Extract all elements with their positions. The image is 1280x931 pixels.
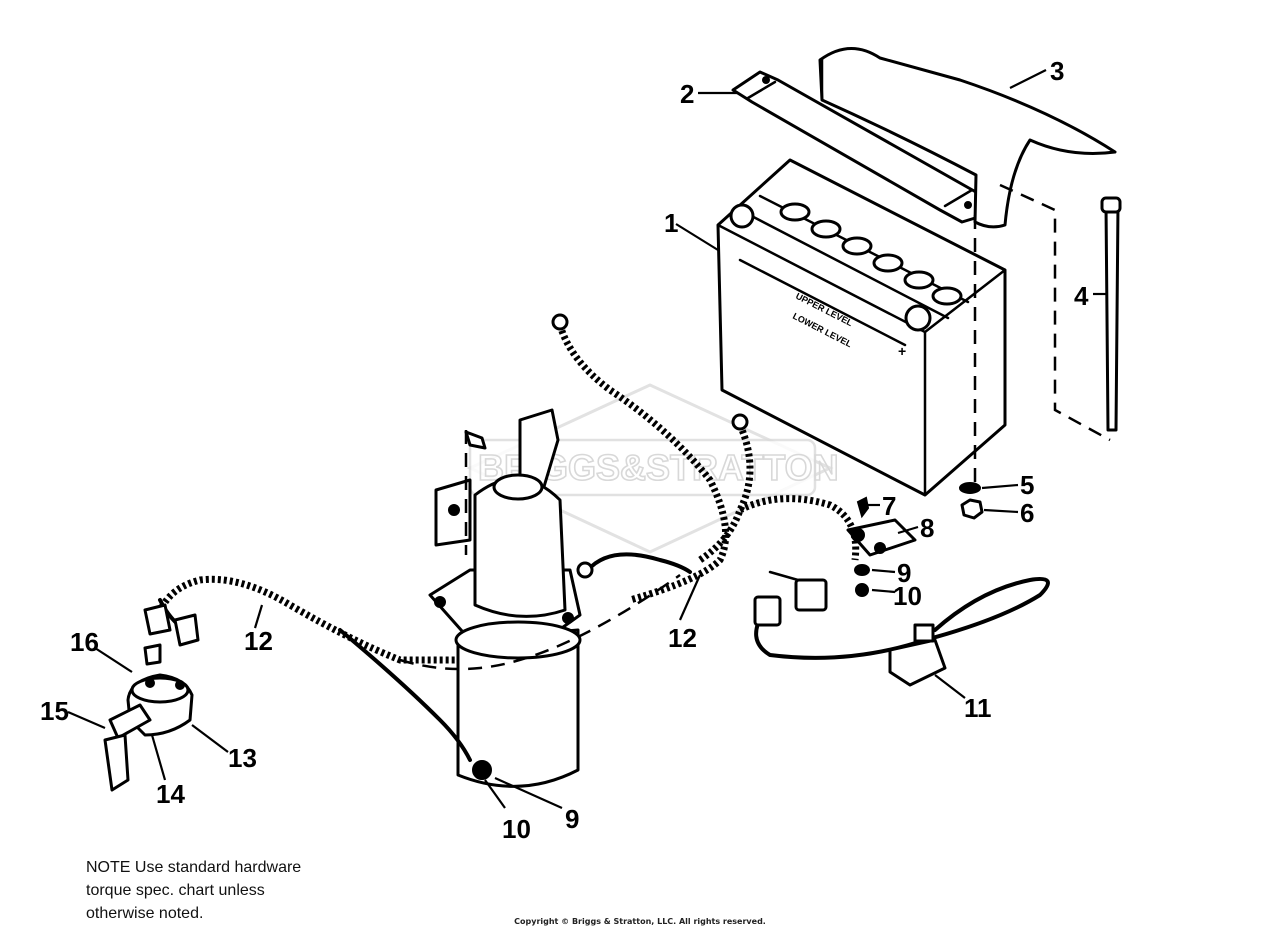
callout-9-lower: 9 — [565, 804, 579, 834]
starter-motor — [454, 620, 582, 788]
positive-cable — [698, 423, 754, 563]
callout-10-lower: 10 — [502, 814, 531, 844]
battery-positive-terminal — [904, 304, 932, 332]
callout-16: 16 — [70, 627, 99, 657]
assembly-line-battery-rear — [999, 183, 1111, 442]
harness-lead — [338, 628, 472, 762]
starter-cylinder — [473, 473, 567, 618]
battery: UPPER LEVEL LOWER LEVEL + — [716, 158, 1007, 497]
leader-lines — [67, 69, 1108, 810]
note-line: NOTE Use standard hardware — [86, 859, 302, 876]
callouts: 1 2 3 4 5 6 7 8 9 10 11 12 12 13 14 15 1… — [40, 56, 1089, 844]
callout-14: 14 — [156, 779, 185, 809]
callout-5: 5 — [1020, 470, 1034, 500]
battery-plus-sign: + — [898, 343, 906, 359]
nut-6 — [960, 498, 984, 520]
note-line: otherwise noted. — [86, 905, 204, 922]
hold-down-rod — [1100, 196, 1122, 432]
hardware-note: NOTE Use standard hardware torque spec. … — [86, 856, 386, 925]
harness-branch — [738, 495, 860, 561]
washer-9 — [854, 564, 870, 576]
callout-3: 3 — [1050, 56, 1064, 86]
solenoid-nut — [472, 760, 492, 780]
battery-vent-caps — [779, 202, 963, 306]
assembly-line-harness — [399, 573, 681, 671]
callout-13: 13 — [228, 743, 257, 773]
callout-9-upper: 9 — [897, 558, 911, 588]
callout-8: 8 — [920, 513, 934, 543]
battery-cable — [556, 323, 730, 604]
ignition-key — [103, 703, 152, 792]
callout-4: 4 — [1074, 281, 1089, 311]
callout-11: 11 — [964, 693, 992, 723]
solenoid-lead — [586, 552, 692, 574]
callout-7: 7 — [882, 491, 896, 521]
bolt-7 — [856, 496, 870, 519]
callout-6: 6 — [1020, 498, 1034, 528]
note-line: torque spec. chart unless — [86, 882, 265, 899]
callout-12-left: 12 — [244, 626, 273, 656]
charger-cord — [753, 577, 1050, 687]
callout-10-upper: 10 — [893, 581, 922, 611]
copyright-notice: Copyright © Briggs & Stratton, LLC. All … — [514, 917, 766, 926]
callout-1: 1 — [664, 208, 678, 238]
callout-12-right: 12 — [668, 623, 697, 653]
bracket-8 — [846, 518, 917, 557]
mount-screw — [464, 430, 487, 450]
charger-plug — [888, 638, 947, 687]
battery-cover — [818, 47, 1117, 229]
callout-2: 2 — [680, 79, 694, 109]
battery-negative-terminal — [729, 203, 755, 229]
callout-15: 15 — [40, 696, 69, 726]
harness-connector — [794, 578, 828, 612]
nut-10 — [855, 583, 869, 597]
wiring-harness-main — [151, 575, 455, 664]
washer-5 — [959, 482, 981, 494]
